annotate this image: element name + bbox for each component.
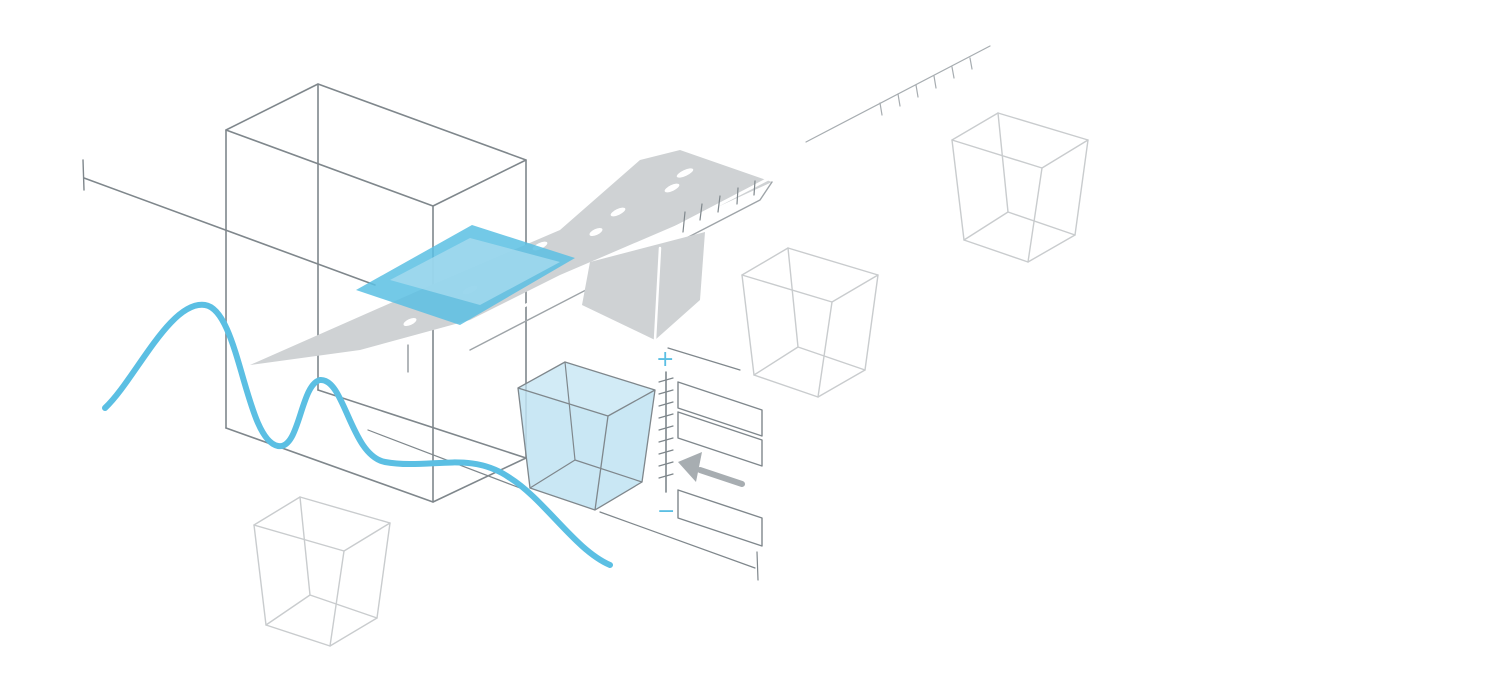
scale-minus-marker: − <box>657 499 675 524</box>
blue-wave-curve <box>102 301 613 568</box>
layer-panels <box>677 381 763 547</box>
deck-tick-marks <box>682 180 756 233</box>
bridge-pillar <box>582 232 705 340</box>
light-wireframe-cube-middle <box>741 247 879 398</box>
blue-translucent-cube <box>517 361 656 511</box>
scale-ticks <box>658 377 674 479</box>
left-axis-line <box>82 159 376 286</box>
far-axis-line <box>805 45 991 143</box>
vertical-scale: + − <box>656 347 675 524</box>
light-wireframe-cube-top-right <box>951 112 1089 263</box>
layer-panel-3 <box>677 489 763 547</box>
layer-panel-2 <box>677 411 763 467</box>
arrow-left-icon <box>678 452 745 487</box>
scale-plus-marker: + <box>656 347 674 372</box>
layer-panel-1 <box>677 381 763 437</box>
scale-guide-lines <box>599 347 759 581</box>
blue-section-plane <box>356 225 575 325</box>
light-wireframe-cube-bottom-left <box>253 496 391 647</box>
